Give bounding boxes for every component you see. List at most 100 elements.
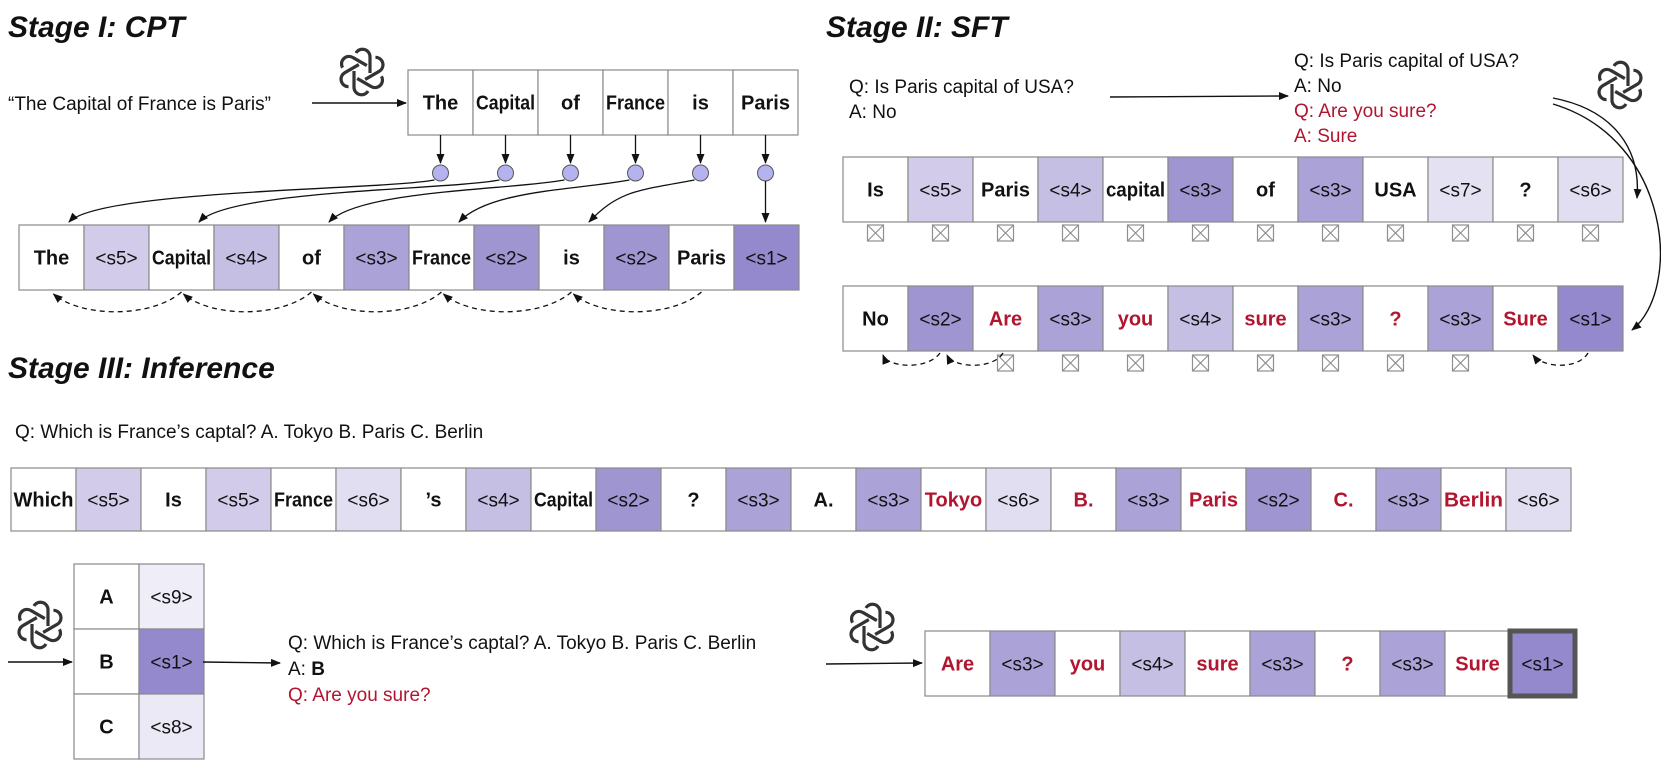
sft-dashed-dependencies [882, 352, 1589, 366]
inference-cell: <s3> [725, 467, 792, 532]
mask-icon [1256, 354, 1275, 372]
word-token: you [1118, 309, 1154, 331]
word-token: Are [989, 309, 1022, 331]
choice-row: C<s8> [73, 693, 205, 760]
sft-answer-cell: sure [1232, 285, 1299, 352]
inference-cell: <s3> [1115, 467, 1182, 532]
word-token: B. [1074, 490, 1094, 512]
stage2-title: Stage II: SFT [826, 11, 1010, 44]
choice-token-box [138, 693, 205, 760]
special-token: <s3> [1261, 655, 1303, 676]
token-box [270, 467, 337, 532]
token-box [1379, 630, 1446, 697]
final-cell: sure [1184, 630, 1251, 697]
mask-icon [1581, 224, 1600, 242]
token-box [1492, 285, 1559, 352]
final-cell: <s4> [1119, 630, 1186, 697]
mask-icon [1061, 354, 1080, 372]
inference-answer-question: Q: Which is France’s captal? A. Tokyo B.… [288, 633, 756, 654]
openai-logo-icon [846, 602, 898, 652]
word-token: capital [1106, 180, 1165, 202]
choice-token: <s9> [150, 588, 192, 609]
token-box [538, 224, 605, 291]
word-token: Which [14, 490, 74, 512]
token-box [1557, 285, 1624, 352]
sft-question-cell: <s6> [1557, 156, 1624, 223]
special-token: <s5> [95, 249, 137, 270]
sft-answer-cell: No [842, 285, 909, 352]
mask-icon [1256, 224, 1275, 242]
special-token: <s3> [737, 491, 779, 512]
inference-answer-line: A: B [288, 659, 325, 680]
cpt-bottom-cell: is [538, 224, 605, 291]
token-box [205, 467, 272, 532]
dependency-arrow [572, 291, 702, 313]
special-token: <s3> [1309, 310, 1351, 331]
inference-cell: Tokyo [920, 467, 987, 532]
final-cell: ? [1314, 630, 1381, 697]
inference-cell: <s2> [1245, 467, 1312, 532]
openai-logo-icon [14, 600, 66, 650]
link-arrow [198, 179, 500, 223]
mask-icon [1386, 224, 1405, 242]
token-box [10, 467, 77, 532]
inference-cell: <s6> [1505, 467, 1572, 532]
special-token: <s3> [867, 491, 909, 512]
link-arrow [328, 179, 565, 223]
mask-icon [1191, 354, 1210, 372]
special-token: <s2> [615, 249, 657, 270]
mask-icon [1061, 224, 1080, 242]
special-token: <s2> [1257, 491, 1299, 512]
link-arrow [68, 179, 435, 223]
word-token: is [563, 248, 580, 270]
stage3-title: Stage III: Inference [8, 352, 275, 385]
token-box [408, 224, 475, 291]
token-box [595, 467, 662, 532]
special-token: <s5> [217, 491, 259, 512]
choice-label: A [99, 587, 113, 609]
final-cell: <s3> [1249, 630, 1316, 697]
special-token: <s4> [225, 249, 267, 270]
word-token: Capital [152, 248, 211, 270]
token-box [343, 224, 410, 291]
token-box [1505, 467, 1572, 532]
sft-answer-token-row: No<s2>Are<s3>you<s4>sure<s3>?<s3>Sure<s1… [842, 285, 1624, 352]
cpt-bottom-cell: of [278, 224, 345, 291]
word-token: Paris [741, 93, 790, 115]
special-token: <s3> [1179, 181, 1221, 202]
inference-cell: ’s [400, 467, 467, 532]
token-box [1037, 156, 1104, 223]
special-token: <s3> [1309, 181, 1351, 202]
cpt-bottom-cell: <s5> [83, 224, 150, 291]
word-token: France [412, 248, 471, 270]
token-box [603, 224, 670, 291]
word-token: C. [1334, 490, 1354, 512]
token-box [148, 224, 215, 291]
special-token: <s3> [1387, 491, 1429, 512]
token-box [1297, 285, 1364, 352]
token-box [472, 69, 539, 136]
inference-cell: <s4> [465, 467, 532, 532]
sft-answer-cell: Are [972, 285, 1039, 352]
sft-answer-cell: Sure [1492, 285, 1559, 352]
cpt-bottom-cell: The [18, 224, 85, 291]
sft-answer-cell: you [1102, 285, 1169, 352]
word-token: Sure [1455, 654, 1499, 676]
sft-question-cell: <s4> [1037, 156, 1104, 223]
sft-answer-cell: <s4> [1167, 285, 1234, 352]
special-token: <s3> [1439, 310, 1481, 331]
dependency-arrow [1532, 352, 1589, 366]
choice-probability-table: A<s9>B<s1>C<s8> [73, 563, 205, 760]
sft-input-question: Q: Is Paris capital of USA? [849, 77, 1074, 98]
inference-cell: Capital [530, 467, 597, 532]
final-cell: <s3> [989, 630, 1056, 697]
sft-output-answer: A: No [1294, 76, 1342, 97]
word-token: of [561, 93, 580, 115]
link-node [432, 164, 449, 182]
special-token: <s5> [919, 181, 961, 202]
word-token: of [302, 248, 321, 270]
sft-followup-answer: A: Sure [1294, 126, 1357, 147]
cpt-top-token: The [407, 69, 474, 136]
token-box [985, 467, 1052, 532]
